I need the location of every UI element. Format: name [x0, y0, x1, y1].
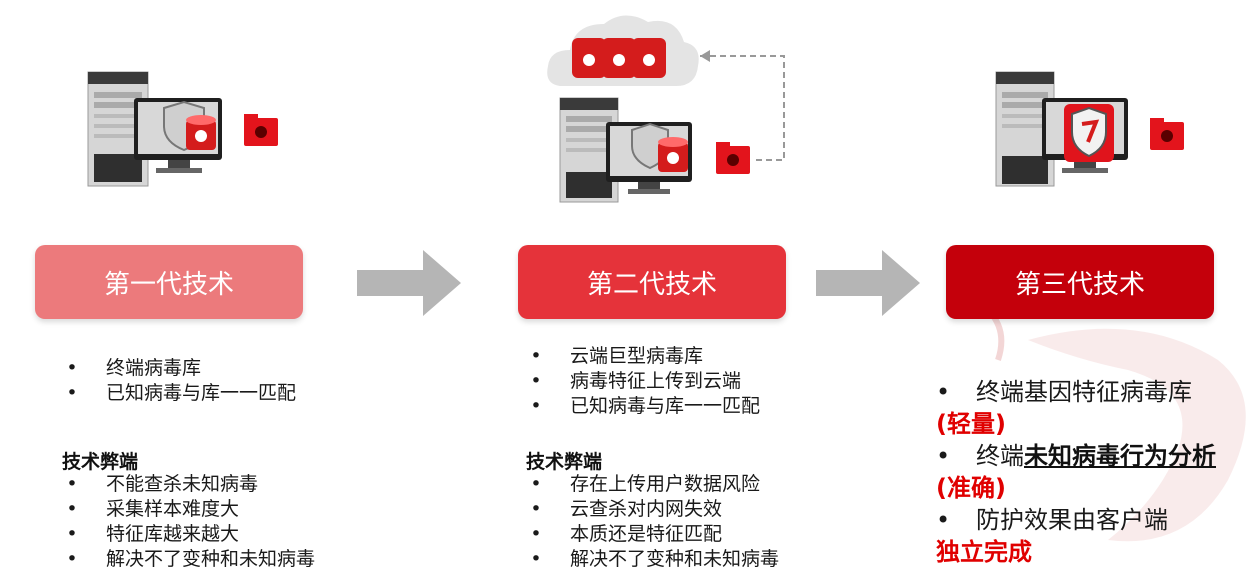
next-arrow-icon — [816, 250, 922, 316]
gen1-drawbacks-heading: 技术弊端 — [62, 447, 138, 474]
list-item: •已知病毒与库一一匹配 — [62, 381, 296, 406]
list-item: •已知病毒与库一一匹配 — [526, 394, 760, 419]
list-item: •解决不了变种和未知病毒 — [526, 547, 779, 572]
cloud-database-icon — [547, 15, 699, 86]
list-item: •解决不了变种和未知病毒 — [62, 547, 315, 572]
list-item: •特征库越来越大 — [62, 522, 315, 547]
gen1-illustration — [82, 64, 292, 192]
gen2-drawbacks-heading: 技术弊端 — [526, 447, 602, 474]
gen2-title-box: 第二代技术 — [518, 245, 786, 319]
dashed-upload-arrow — [700, 56, 784, 160]
gen3-title: 第三代技术 — [1015, 264, 1145, 301]
list-item: •存在上传用户数据风险 — [526, 472, 779, 497]
list-item-note: (准确) — [896, 472, 1248, 504]
list-item: •云端巨型病毒库 — [526, 344, 760, 369]
list-item-note: (轻量) — [896, 408, 1248, 440]
list-item: •采集样本难度大 — [62, 497, 315, 522]
shield-icon — [1064, 104, 1114, 162]
infected-folder-icon — [244, 114, 278, 146]
infected-folder-icon — [1150, 118, 1184, 150]
gen2-feature-list: •云端巨型病毒库 •病毒特征上传到云端 •已知病毒与库一一匹配 — [526, 344, 760, 419]
list-item: •云查杀对内网失效 — [526, 497, 779, 522]
gen3-title-box: 第三代技术 — [946, 245, 1214, 319]
virus-database-icon — [658, 137, 688, 172]
list-item: •病毒特征上传到云端 — [526, 369, 760, 394]
next-arrow-icon — [357, 250, 463, 316]
list-item-note: 独立完成 — [896, 536, 1248, 568]
list-item: •终端病毒库 — [62, 356, 296, 381]
list-item: •终端基因特征病毒库 — [936, 376, 1248, 408]
gen2-drawback-list: •存在上传用户数据风险 •云查杀对内网失效 •本质还是特征匹配 •解决不了变种和… — [526, 472, 779, 572]
gen1-title: 第一代技术 — [104, 264, 234, 301]
gen1-drawback-list: •不能查杀未知病毒 •采集样本难度大 •特征库越来越大 •解决不了变种和未知病毒 — [62, 472, 315, 572]
gen1-feature-list: •终端病毒库 •已知病毒与库一一匹配 — [62, 356, 296, 406]
list-item: •防护效果由客户端 — [936, 504, 1248, 536]
infected-folder-icon — [716, 142, 750, 174]
list-item: •本质还是特征匹配 — [526, 522, 779, 547]
list-item: •终端未知病毒行为分析 — [936, 440, 1248, 472]
list-item: •不能查杀未知病毒 — [62, 472, 315, 497]
gen2-title: 第二代技术 — [587, 264, 717, 301]
gen3-illustration — [990, 66, 1200, 190]
gen1-title-box: 第一代技术 — [35, 245, 303, 319]
gen2-illustration — [540, 6, 800, 206]
virus-database-icon — [186, 115, 216, 150]
gen3-point-list: •终端基因特征病毒库 (轻量) •终端未知病毒行为分析 (准确) •防护效果由客… — [936, 376, 1248, 568]
